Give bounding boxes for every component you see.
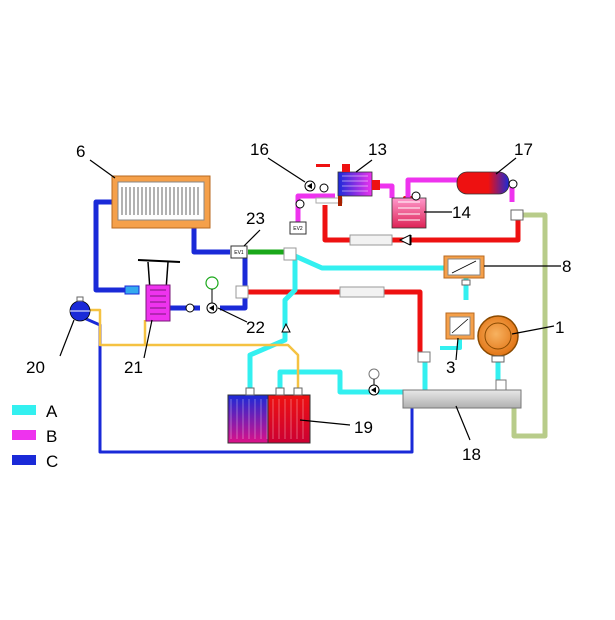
component-6-radiator	[111, 175, 211, 229]
legend-item-b: B	[12, 427, 57, 446]
label-23: 23	[246, 209, 265, 228]
component-22-pump	[185, 276, 219, 314]
cyan-pipe-loop	[277, 369, 420, 395]
blue-pipe-23	[191, 228, 230, 255]
label-17: 17	[514, 140, 533, 159]
valve-ev1-tag: EV1	[234, 250, 244, 256]
label-20: 20	[26, 358, 45, 377]
blue-pipe-22	[220, 252, 248, 311]
component-14-heat-exchanger	[391, 191, 427, 229]
yellow-pipe	[88, 308, 300, 392]
valve-ev2: EV2	[289, 221, 307, 235]
battery-cells	[230, 399, 304, 439]
label-6: 6	[76, 142, 85, 161]
legend-item-a: A	[12, 402, 58, 421]
leader-lines	[59, 157, 561, 441]
component-17-tank	[456, 171, 524, 221]
legend-label-a: A	[46, 402, 58, 421]
label-16: 16	[250, 140, 269, 159]
cyan-pipe-3	[440, 338, 462, 350]
component-8-inverter	[443, 255, 485, 286]
component-13-heat-exchanger	[337, 164, 380, 197]
component-18-manifold	[402, 351, 522, 409]
legend-label-c: C	[46, 452, 58, 471]
legend-label-b: B	[46, 427, 57, 446]
blue-pipe-6	[93, 199, 125, 293]
red-pipe-main	[245, 289, 423, 352]
pipe-section-top	[349, 234, 412, 246]
label-8: 8	[562, 257, 571, 276]
label-18: 18	[462, 445, 481, 464]
component-3-converter	[445, 312, 475, 340]
olive-pipe	[511, 212, 548, 439]
label-1: 1	[555, 318, 564, 337]
label-19: 19	[354, 418, 373, 437]
valve-ev2-tag: EV2	[293, 226, 303, 232]
component-labels: 6 16 13 17 14 23 8 22 1 20 21 3 19 18	[26, 140, 571, 464]
component-20-expansion-tank	[69, 296, 91, 322]
component-19-battery	[227, 387, 311, 444]
pump-near-19	[368, 368, 380, 396]
label-14: 14	[452, 203, 471, 222]
label-22: 22	[246, 318, 265, 337]
label-21: 21	[124, 358, 143, 377]
pipe-section-middle	[339, 286, 385, 298]
cyan-pipe-down	[247, 258, 298, 392]
component-23-valve: EV1	[230, 245, 297, 299]
component-21-fan-radiator	[124, 259, 181, 322]
label-13: 13	[368, 140, 387, 159]
cyan-pipe-main	[293, 253, 444, 271]
legend-item-c: C	[12, 452, 58, 471]
component-16-pump	[295, 164, 343, 209]
check-valve-cyan	[281, 322, 291, 333]
radiator-fins	[121, 187, 199, 215]
component-1-motor	[477, 315, 519, 363]
magenta-pipe-left	[295, 193, 335, 222]
blue-pipe-bottom	[83, 316, 414, 454]
magenta-pipe-right	[405, 177, 460, 198]
legend: A B C	[12, 402, 58, 471]
red-pipe-top	[322, 205, 521, 243]
label-3: 3	[446, 358, 455, 377]
